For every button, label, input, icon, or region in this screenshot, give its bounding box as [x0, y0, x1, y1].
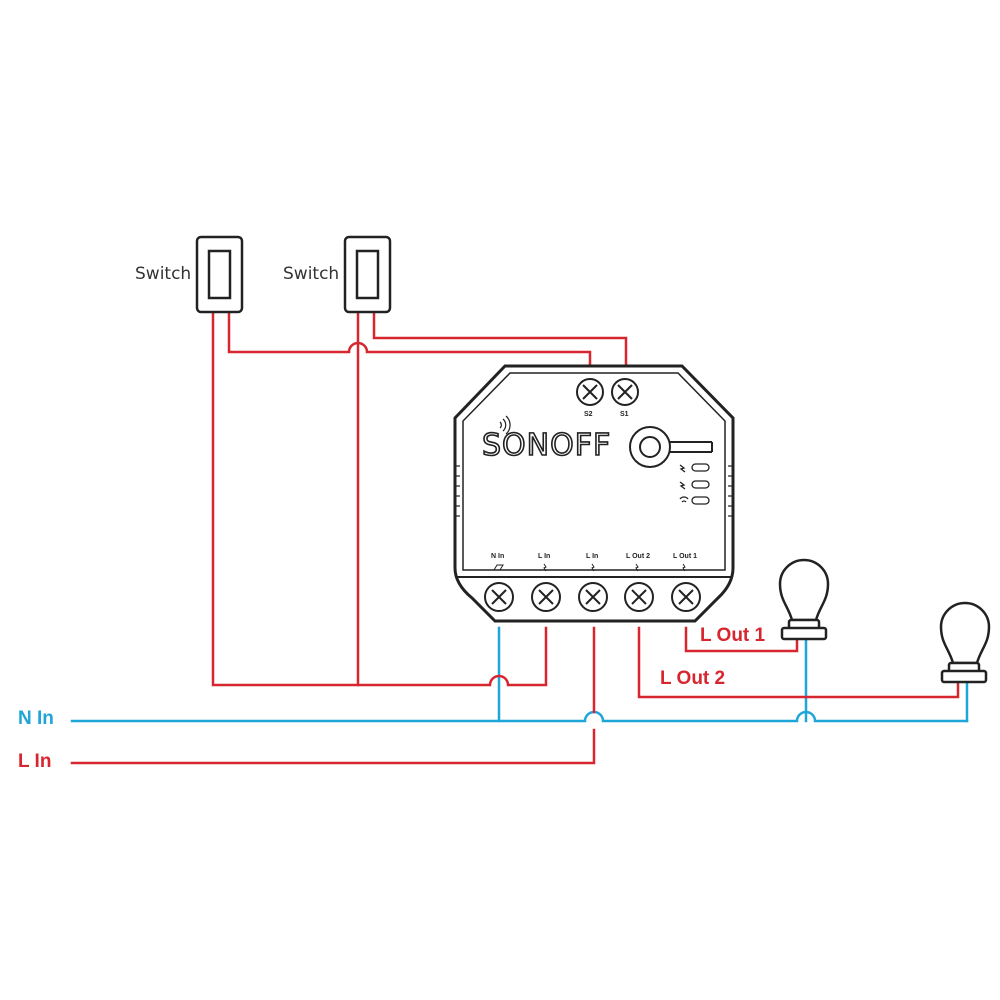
- switch-1-label: Switch: [135, 264, 191, 284]
- terminal-l-out1-label: L Out 1: [673, 553, 697, 560]
- l-out2-bolt-icon: [635, 563, 639, 572]
- terminal-l-in-b: [578, 582, 608, 612]
- terminal-s1-label: S1: [620, 411, 629, 418]
- bolt-2-icon: [679, 481, 686, 490]
- terminal-s2: S2: [576, 378, 604, 418]
- l-in-b-bolt-icon: [591, 563, 595, 572]
- l-in-a-bolt-icon: [543, 563, 547, 572]
- terminal-l-in-a-label: L In: [538, 553, 550, 560]
- pairing-button: [629, 426, 713, 468]
- l-out2-label: L Out 2: [660, 668, 725, 689]
- sonoff-device: SONOFF S2: [453, 364, 735, 623]
- neutral-symbol-icon: [493, 564, 504, 571]
- led-wifi: [691, 496, 710, 505]
- l-out1-bolt-icon: [682, 563, 686, 572]
- neutral-main-wire: [70, 710, 969, 723]
- terminal-l-in-a: [531, 582, 561, 612]
- terminal-l-out2-label: L Out 2: [626, 553, 650, 560]
- bulb-1-icon: [778, 558, 830, 622]
- l-in-label: L In: [18, 751, 51, 772]
- brand-logo: SONOFF: [482, 428, 611, 463]
- bulb-2-icon: [939, 601, 991, 665]
- lout1-wire: [684, 626, 799, 653]
- lamp-1: [778, 558, 830, 641]
- wifi-led-icon: [679, 496, 689, 503]
- switch2-to-s1-wire: [372, 310, 628, 368]
- bolt-1-icon: [679, 464, 686, 473]
- terminal-n-in: [484, 582, 514, 612]
- lout2-wire: [637, 626, 960, 699]
- terminal-l-in-b-label: L In: [586, 553, 598, 560]
- terminal-l-out2: [624, 582, 654, 612]
- switch1-to-s2-wire: [227, 310, 592, 368]
- terminal-s1: S1: [611, 378, 639, 418]
- terminal-s2-label: S2: [584, 411, 593, 418]
- n-in-label: N In: [18, 708, 54, 729]
- live-main-wire: [70, 626, 596, 765]
- switch-common-wire: [211, 310, 548, 687]
- l-out1-label: L Out 1: [700, 625, 766, 646]
- wifi-signal-icon: [499, 415, 511, 435]
- switch-2-label: Switch: [283, 264, 339, 284]
- led-channel-1: [691, 463, 710, 472]
- switch-2: Switch: [283, 235, 392, 314]
- led-channel-2: [691, 480, 710, 489]
- switch-1: Switch: [135, 235, 244, 314]
- terminal-n-in-label: N In: [491, 553, 504, 560]
- lamp-2: [939, 601, 991, 684]
- status-leds: [679, 463, 710, 505]
- terminal-l-out1: [671, 582, 701, 612]
